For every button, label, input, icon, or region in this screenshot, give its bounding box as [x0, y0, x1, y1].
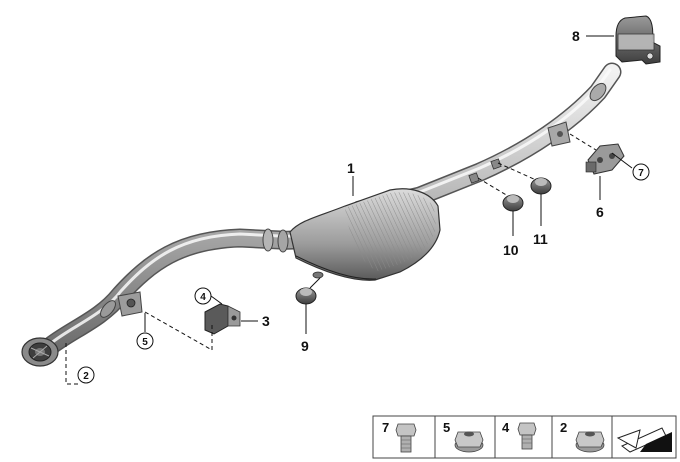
bolt-icon: [395, 423, 417, 453]
fastener-strip: 7 5 4 2: [372, 415, 677, 459]
short-bolt-icon: [517, 422, 537, 450]
exhaust-pipe: [38, 62, 622, 358]
bracket-part-6: [585, 143, 625, 175]
strip-number-5: 5: [443, 420, 450, 435]
callout-4: 4: [200, 292, 206, 303]
callout-7: 7: [638, 168, 644, 179]
callout-circle-5: 5: [136, 332, 154, 350]
strip-number-2: 2: [560, 420, 567, 435]
callout-8: 8: [572, 28, 580, 44]
callout-circle-2: 2: [77, 366, 95, 384]
pipe-hanger-bracket: [117, 291, 143, 317]
direction-arrow-icon: [616, 427, 672, 453]
dashed-assembly-lines: [65, 133, 597, 385]
strip-number-7: 7: [382, 420, 389, 435]
callout-2: 2: [83, 371, 89, 382]
callout-6: 6: [596, 204, 604, 220]
rubber-mount-part: [615, 15, 661, 65]
callout-10: 10: [503, 242, 519, 258]
strip-number-4: 4: [502, 420, 510, 435]
rear-pipe-bracket: [547, 121, 571, 147]
hex-flange-nut-icon: [575, 431, 605, 453]
callout-5: 5: [142, 337, 148, 348]
callout-1: 1: [347, 160, 355, 176]
grommet-part-10: [502, 194, 524, 212]
grommet-part-9: [295, 287, 317, 305]
catalytic-converter: [289, 188, 441, 281]
leader-lines: [144, 35, 633, 334]
front-flange: [21, 337, 59, 367]
grommet-part-11: [530, 177, 552, 195]
bracket-part-3: [204, 303, 241, 335]
callout-9: 9: [301, 338, 309, 354]
hex-flange-nut-icon: [454, 431, 484, 453]
callout-circle-7: 7: [632, 163, 650, 181]
callout-3: 3: [262, 313, 270, 329]
callout-11: 11: [533, 231, 548, 247]
pipe-studs: [468, 158, 502, 184]
callout-circle-4: 4: [194, 287, 212, 305]
